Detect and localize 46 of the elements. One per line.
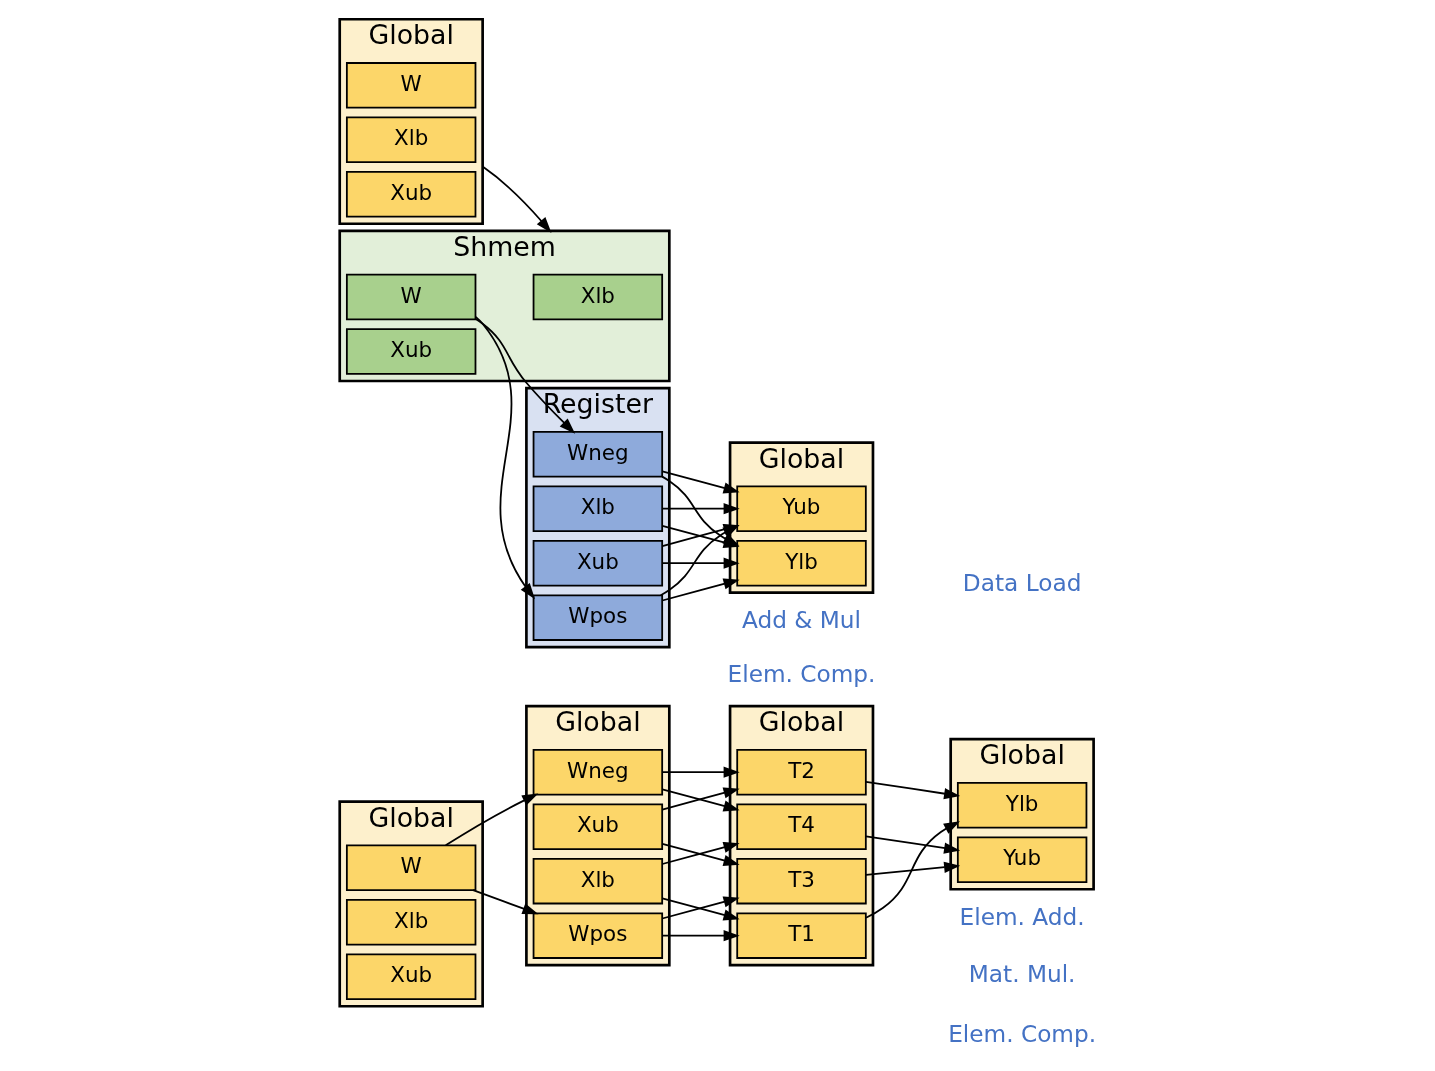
node-box: Xlb <box>345 116 476 164</box>
node-box: Ylb <box>956 782 1087 829</box>
arrow <box>864 835 960 854</box>
node-box: Xub <box>345 953 476 1000</box>
arrow <box>864 821 960 919</box>
label: Mat. Mul. <box>968 960 1075 988</box>
label: Elem. Comp. <box>727 660 875 688</box>
arrow <box>660 557 740 569</box>
label: Elem. Add. <box>959 903 1085 931</box>
node-box: Yub <box>735 485 867 532</box>
arrow <box>444 793 538 847</box>
label: Add & Mul <box>741 605 861 633</box>
node-box: Xlb <box>345 899 476 946</box>
node-box: W <box>345 273 476 321</box>
node-box: Xlb <box>532 485 663 532</box>
node-box: T3 <box>735 857 867 905</box>
node-box: Ylb <box>735 539 867 587</box>
arrow <box>660 766 740 778</box>
node-box: Xub <box>345 171 476 218</box>
node-box: Xub <box>532 803 663 850</box>
label: Data Load <box>962 569 1081 597</box>
node-box: Xub <box>345 328 476 375</box>
node-box: Yub <box>956 836 1087 883</box>
node-box: Wneg <box>532 748 663 796</box>
arrow <box>474 316 535 600</box>
arrow <box>481 165 551 233</box>
arrow <box>471 889 539 915</box>
node-box: W <box>345 844 476 891</box>
node-box: T2 <box>735 748 867 796</box>
arrow <box>660 578 740 602</box>
node-box: Wpos <box>532 594 663 641</box>
node-box: Wneg <box>532 431 663 478</box>
node-box: Xlb <box>532 273 663 321</box>
arrow <box>864 861 960 876</box>
label: Elem. Comp. <box>947 1020 1096 1048</box>
node-box: T4 <box>735 803 867 850</box>
arrow <box>660 503 740 515</box>
node-box: Wpos <box>532 912 663 959</box>
node-box: W <box>345 62 476 109</box>
arrow <box>474 318 575 434</box>
node-box: Xlb <box>532 857 663 905</box>
arrow <box>864 780 960 800</box>
arrow <box>660 470 740 494</box>
arrow <box>660 930 740 942</box>
node-box: T1 <box>735 912 867 959</box>
node-box: Xub <box>532 539 663 587</box>
